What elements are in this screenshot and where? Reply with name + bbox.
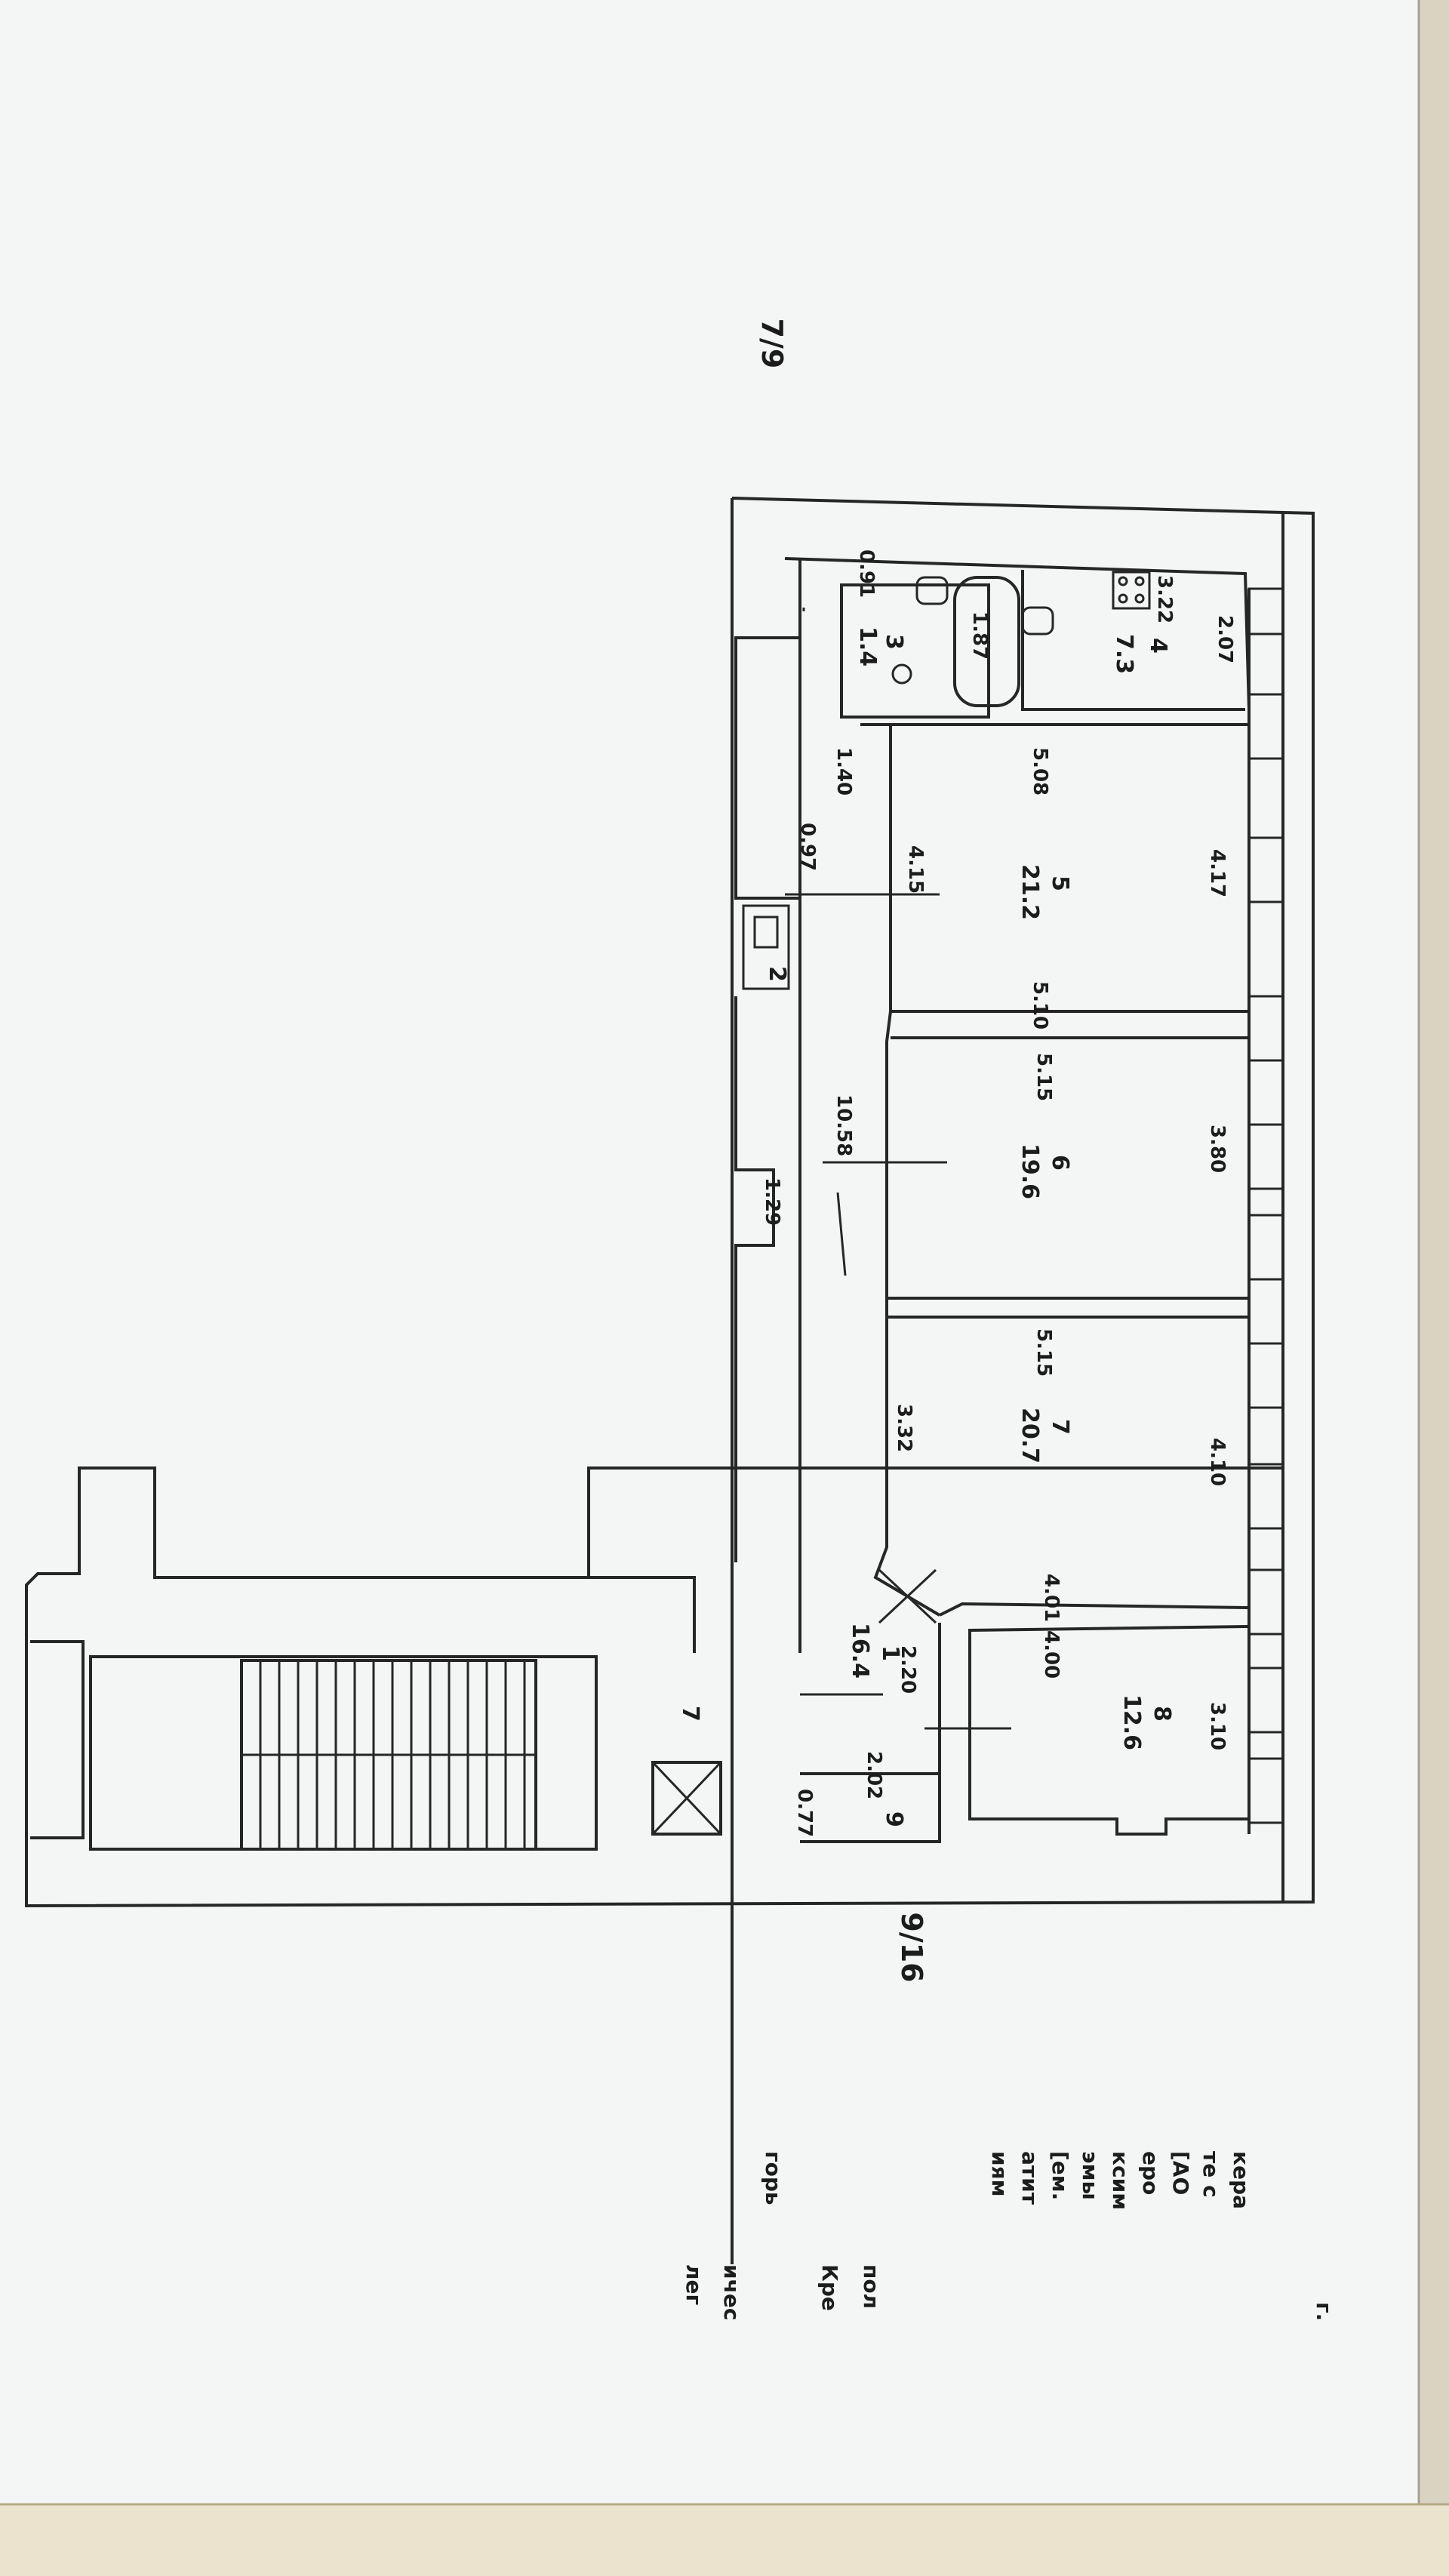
dimension-label: 0.91 bbox=[855, 549, 878, 598]
dimension-label: 3.32 bbox=[893, 1404, 915, 1452]
dimension-label: 4.17 bbox=[1206, 849, 1229, 897]
header-mark-bottom: 9/16 bbox=[895, 1912, 928, 1982]
margin-line: горь bbox=[761, 2151, 786, 2205]
dimension-label: 2.20 bbox=[897, 1645, 919, 1694]
margin-line: г. bbox=[1312, 2302, 1337, 2321]
dimension-label: 0.97 bbox=[796, 823, 819, 871]
margin-line: ксим bbox=[1108, 2151, 1133, 2210]
room-number: 7 bbox=[1047, 1419, 1073, 1435]
margin-line: те с bbox=[1198, 2151, 1223, 2198]
room-number: 6 bbox=[1047, 1155, 1073, 1171]
bath-wall bbox=[840, 583, 990, 719]
dimension-label: 4.10 bbox=[1206, 1438, 1229, 1486]
stove bbox=[1112, 571, 1151, 610]
dimension-label: 5.15 bbox=[1032, 1053, 1055, 1101]
margin-line: [АО bbox=[1168, 2151, 1193, 2195]
room-labels: 1 16.4 2 3 1.4 4 7.3 5 21.2 6 19.6 7 20.… bbox=[677, 626, 1175, 1827]
margin-line: эмы bbox=[1078, 2151, 1103, 2200]
room-number: 4 bbox=[1145, 638, 1171, 654]
windows bbox=[1247, 587, 1284, 1824]
margin-line: пол bbox=[859, 2264, 884, 2309]
room-area: 21.2 bbox=[1017, 864, 1043, 920]
margin-line: кера bbox=[1229, 2151, 1254, 2209]
dimension-label: 5.10 bbox=[1029, 981, 1051, 1029]
book-page-bottom bbox=[0, 2504, 1449, 2576]
dimension-label: 2.02 bbox=[863, 1751, 885, 1799]
room-area: 1.4 bbox=[854, 626, 881, 666]
corridor-column bbox=[734, 996, 775, 1562]
dimension-label: 2.07 bbox=[1214, 615, 1236, 663]
room-number: 2 bbox=[764, 966, 790, 982]
dimension-label: 1.87 bbox=[968, 611, 991, 660]
dimension-label: 10.58 bbox=[832, 1094, 855, 1156]
margin-line: Кре bbox=[817, 2264, 842, 2311]
stair-treads bbox=[242, 1660, 536, 1849]
margin-line: иям bbox=[987, 2151, 1012, 2196]
header-mark-top: 7/9 bbox=[755, 319, 789, 369]
margin-line: атит bbox=[1017, 2151, 1042, 2205]
stair-label: 7 bbox=[677, 1706, 703, 1722]
room-area: 19.6 bbox=[1017, 1143, 1043, 1199]
dimension-label: 5.08 bbox=[1029, 747, 1051, 796]
storage-column bbox=[734, 636, 801, 900]
dimension-label: 3.22 bbox=[1153, 575, 1176, 623]
room-number: 1 bbox=[877, 1645, 903, 1661]
dimension-label: 5.15 bbox=[1032, 1328, 1055, 1377]
dimension-labels: 0.91 1.87 3.22 2.07 1.40 0.97 5.08 4.15 … bbox=[761, 549, 1236, 1837]
room-number: 8 bbox=[1149, 1706, 1175, 1722]
dimension-label: 4.00 bbox=[1040, 1630, 1063, 1679]
dimension-label: 4.01 bbox=[1040, 1574, 1063, 1622]
book-page-edge bbox=[1419, 0, 1449, 2576]
margin-text: г. кера те с [АО еро ксим эмы [ем. атит … bbox=[681, 2151, 1337, 2321]
header-marks: 7/9 9/16 bbox=[755, 319, 928, 1983]
dimension-label: 3.80 bbox=[1206, 1125, 1229, 1173]
room-area: 16.4 bbox=[847, 1623, 873, 1679]
dimension-label: 0.77 bbox=[793, 1789, 816, 1837]
dimension-label: 1.40 bbox=[832, 747, 855, 796]
elevator-shaft bbox=[651, 1761, 722, 1836]
dimension-label: 1.29 bbox=[761, 1177, 783, 1226]
margin-line: [ем. bbox=[1048, 2151, 1072, 2200]
room-number: 5 bbox=[1047, 876, 1073, 891]
margin-line: ичес bbox=[719, 2264, 744, 2320]
room-area: 12.6 bbox=[1118, 1694, 1145, 1750]
floor-plan bbox=[25, 497, 1315, 2264]
bathtub bbox=[953, 576, 1020, 707]
dimension-label: 4.15 bbox=[904, 845, 927, 894]
door-marks bbox=[785, 608, 1011, 1775]
dimension-label: 3.10 bbox=[1206, 1702, 1229, 1750]
room-number: 3 bbox=[881, 634, 907, 650]
margin-line: еро bbox=[1138, 2151, 1163, 2195]
room-area: 7.3 bbox=[1111, 634, 1137, 674]
room-number: 9 bbox=[881, 1811, 907, 1827]
margin-line: лег bbox=[681, 2264, 706, 2305]
room-area: 20.7 bbox=[1017, 1408, 1043, 1463]
